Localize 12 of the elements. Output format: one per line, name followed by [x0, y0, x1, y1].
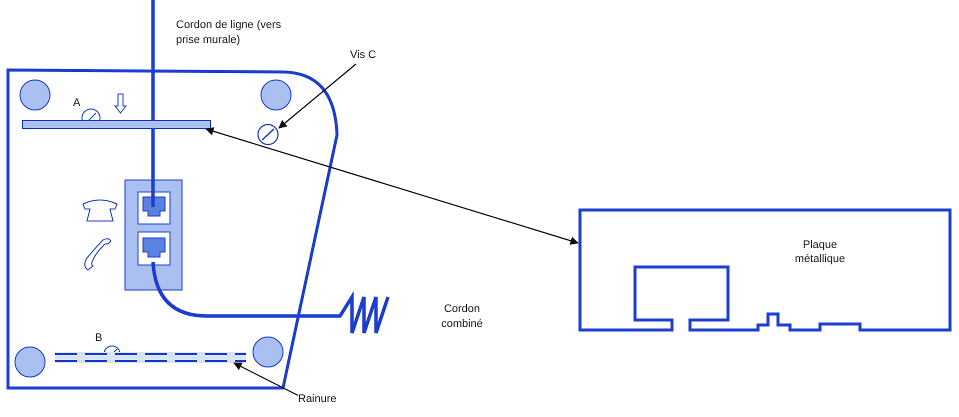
screw	[257, 123, 279, 146]
mounting-bar	[22, 120, 211, 129]
text-label: Cordon de ligne (vers prise murale)	[176, 18, 282, 48]
arrow	[205, 127, 579, 245]
arrow	[278, 64, 356, 129]
text-label: B	[95, 331, 104, 346]
arrow	[233, 362, 298, 396]
groove	[55, 352, 246, 363]
metal-plate	[578, 208, 954, 334]
text-label: Cordon combiné	[440, 302, 484, 332]
plate-label: Plaque métallique	[794, 238, 846, 266]
text-label: A	[73, 96, 82, 111]
